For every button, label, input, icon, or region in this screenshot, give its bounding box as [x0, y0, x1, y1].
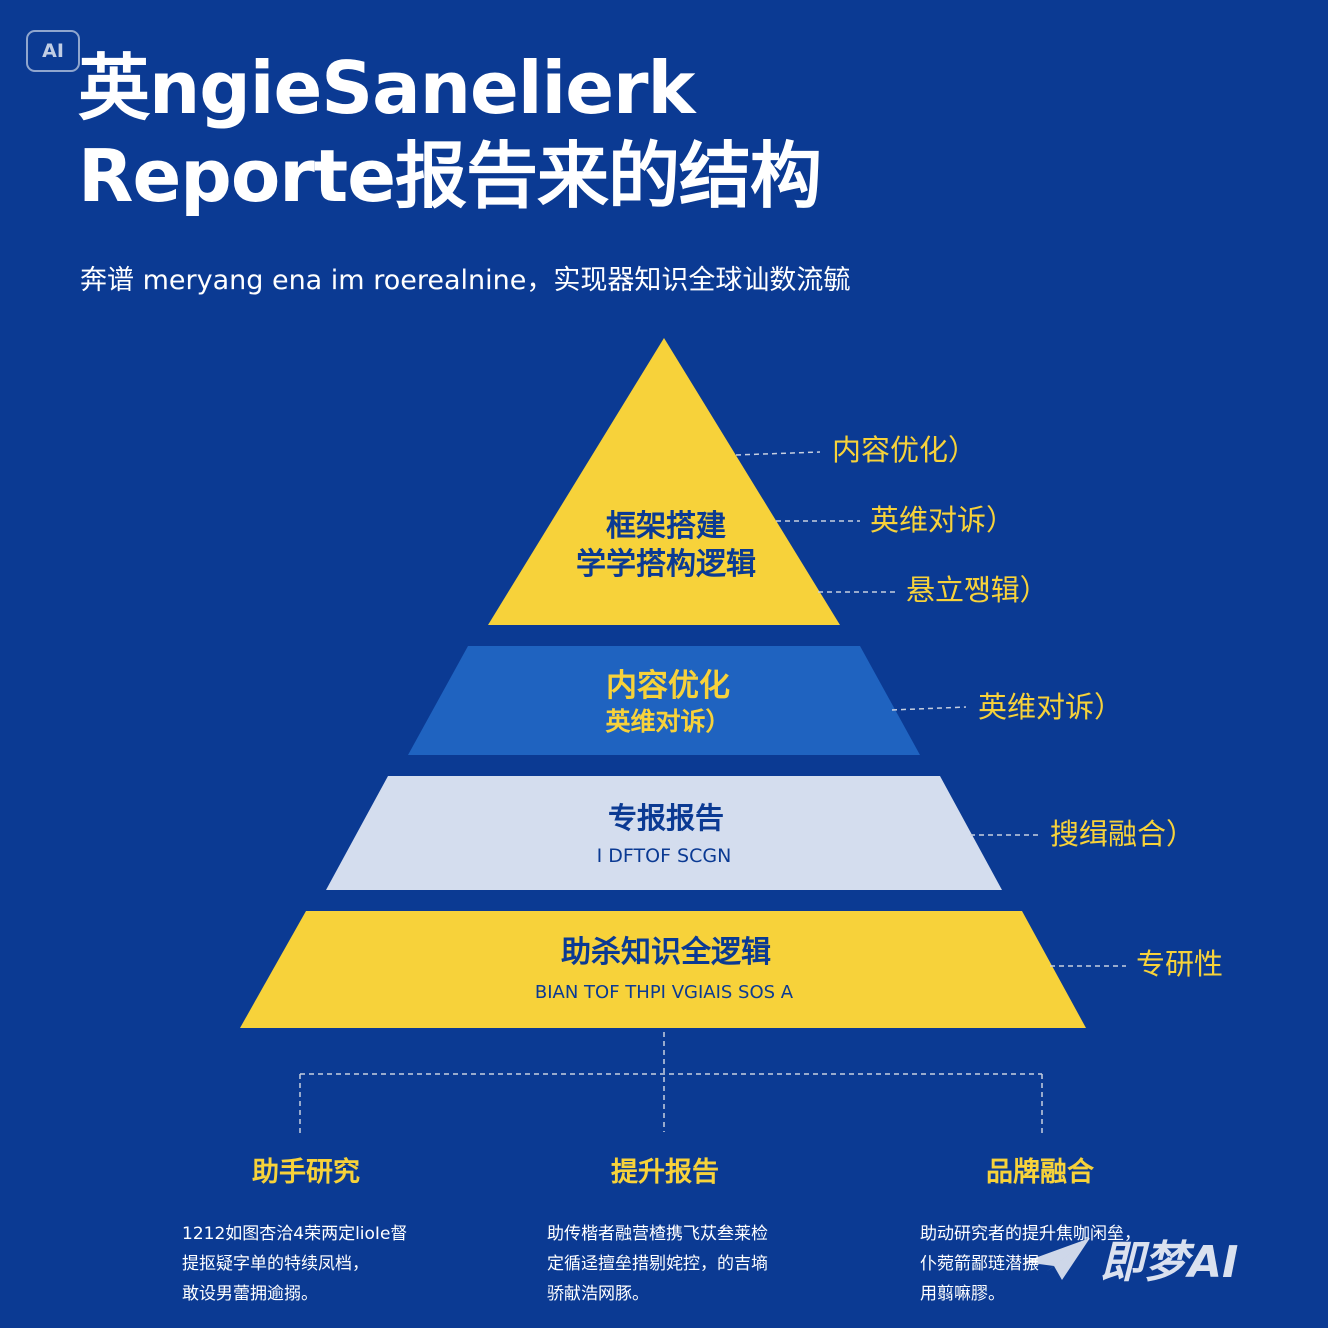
column-research-title: 助手研究 — [252, 1157, 360, 1188]
title-line-2: Reporte报告来的结构 — [78, 134, 822, 218]
page-subtitle: 奔谱 meryang ena im roerealnine，实现器知识全球讪数流… — [80, 265, 851, 296]
tier3-label-1: 专报报告 — [608, 801, 724, 835]
column-research-body: 1212如图杏洽4荣两定lioIe督 提抠疑字单的特续凤档， 敢设男蕾拥逾搦。 — [182, 1224, 408, 1304]
column-research: 助手研究 1212如图杏洽4荣两定lioIe督 提抠疑字单的特续凤档， 敢设男蕾… — [156, 1150, 456, 1309]
column-report: 提升报告 助传楷者融营楂携飞苁叁莱检 定循迳擅垒措剔姹控，的吉墒 骄献浩网豚。 — [515, 1150, 815, 1309]
tier1-label-2: 学学搭构逻辑 — [576, 547, 756, 582]
callout-4: 英维对诉） — [978, 690, 1123, 724]
watermark-logo: 即梦AI — [1022, 1226, 1238, 1290]
tier3-label-2: I DFTOF SCGN — [597, 845, 732, 867]
column-report-title: 提升报告 — [611, 1157, 719, 1188]
callout-3: 悬立쨍辑） — [906, 573, 1049, 607]
paper-plane-icon — [1024, 1238, 1090, 1280]
callout-line-4 — [891, 706, 967, 711]
pyramid-tier-top — [488, 338, 840, 625]
column-report-body: 助传楷者融营楂携飞苁叁莱检 定循迳擅垒措剔姹控，的吉墒 骄献浩网豚。 — [547, 1224, 768, 1304]
title-line-1: 英ngieSanelierk — [78, 46, 695, 130]
pyramid-tier-base — [240, 911, 1086, 1028]
callout-5: 搜缉融合） — [1050, 817, 1195, 851]
pyramid-tier-3 — [326, 776, 1002, 890]
callout-1: 内容优化） — [832, 433, 977, 467]
tier2-label-1: 内容优化 — [606, 668, 730, 704]
callout-6: 专研性 — [1136, 947, 1223, 981]
column-brand-body: 助动研究者的提升焦咖闲垒， 仆菀箭鄙琏潜搌 用翦嘛膠。 — [920, 1224, 1141, 1304]
callout-2: 英维对诉） — [870, 503, 1015, 537]
watermark-text: 即梦AI — [1100, 1237, 1239, 1288]
tier4-label-2: BIAN TOF THPI VGIAIS SOS A — [535, 982, 794, 1003]
ai-badge: AI — [26, 30, 80, 72]
tier4-label-1: 助杀知识全逻辑 — [561, 935, 771, 970]
tier1-label-1: 框架搭建 — [606, 509, 726, 544]
column-brand: 品牌融合 助动研究者的提升焦咖闲垒， 仆菀箭鄙琏潜搌 用翦嘛膠。 — [890, 1150, 1190, 1309]
tier2-label-2: 英维对诉） — [605, 707, 730, 736]
page-title: 英ngieSanelierk Reporte报告来的结构 — [78, 44, 822, 220]
pyramid-tier-2 — [408, 646, 920, 755]
column-brand-title: 品牌融合 — [986, 1157, 1094, 1188]
callout-line-1 — [735, 451, 821, 456]
